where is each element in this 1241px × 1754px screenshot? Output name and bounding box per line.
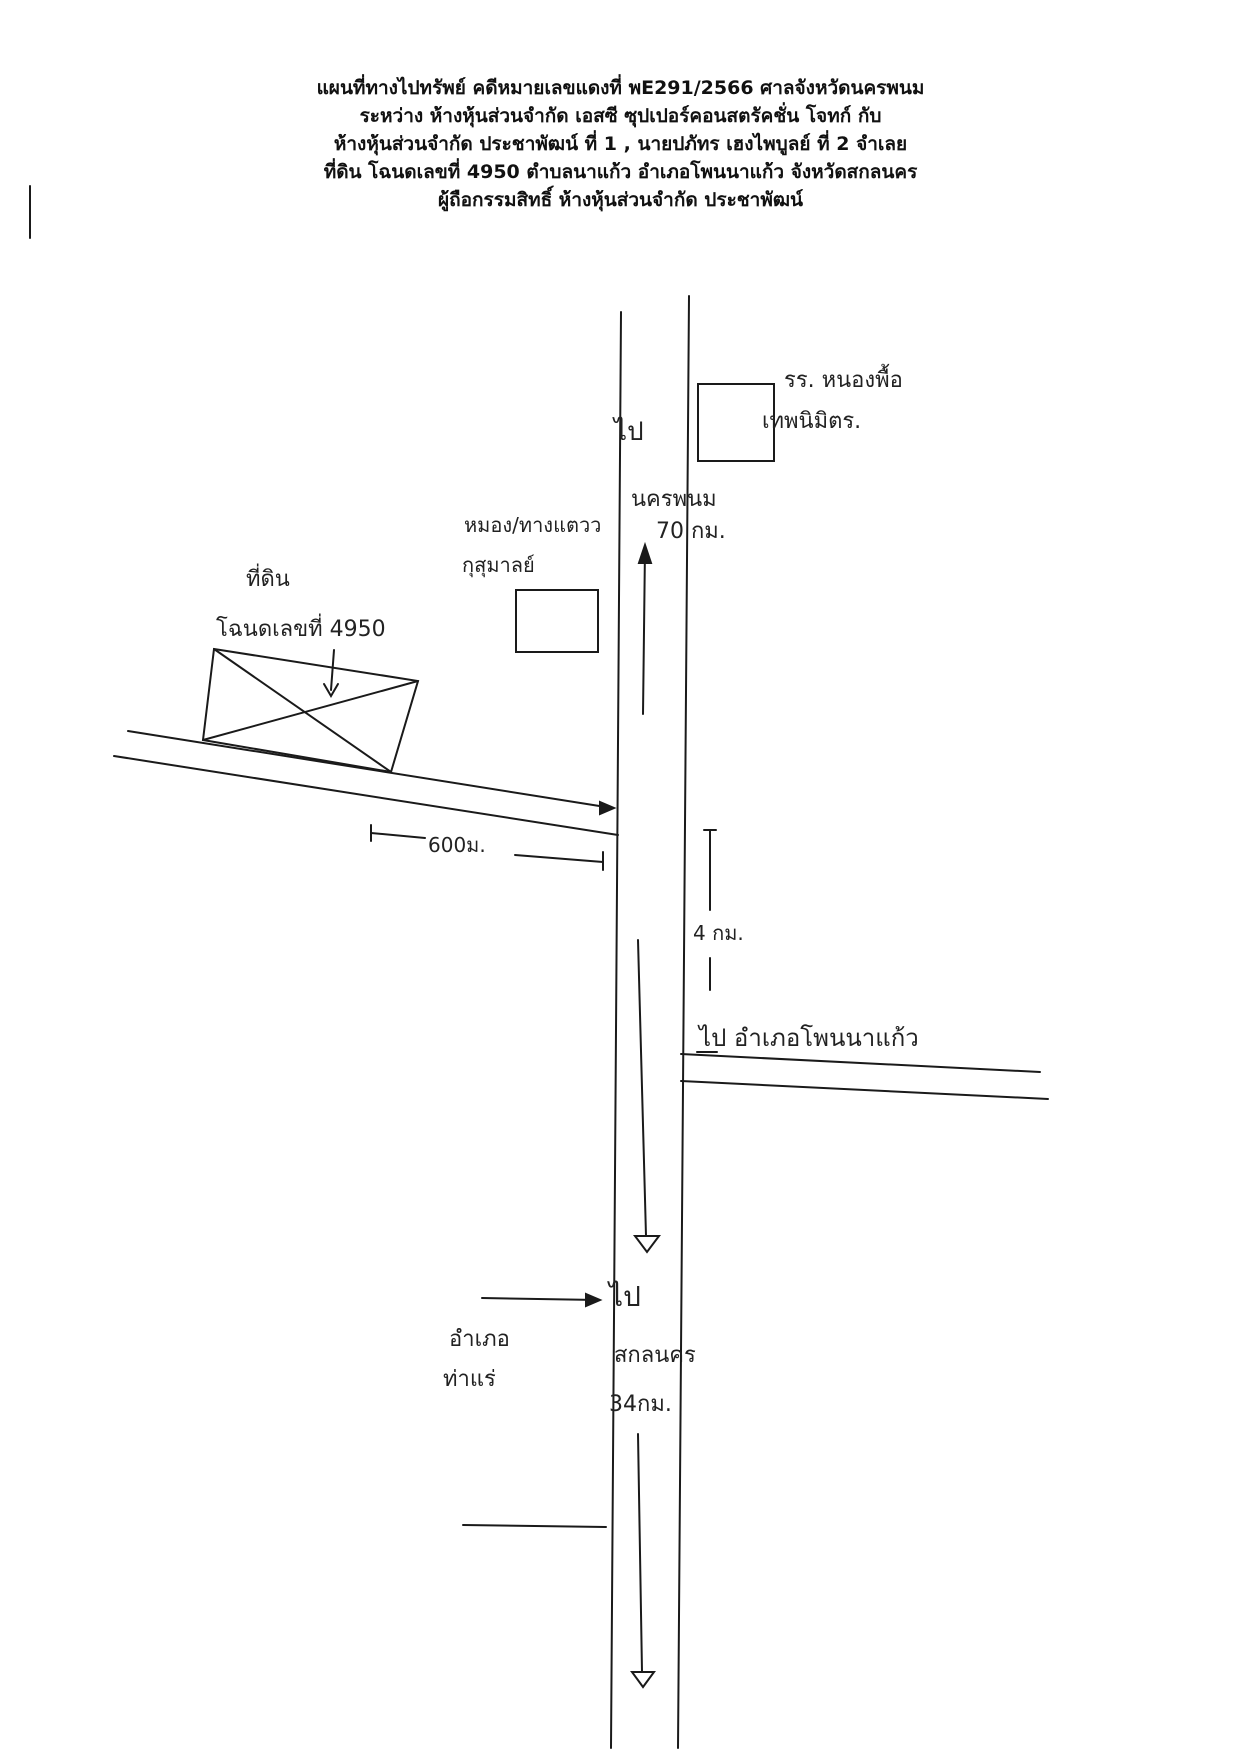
dim-600-line-right [514, 854, 604, 863]
south-arrowhead-lower-icon [630, 1671, 656, 1689]
junction-road-upper-edge [680, 1053, 1041, 1073]
parcel-label-line1: ที่ดิน [246, 563, 290, 592]
side-road-upper-edge [127, 730, 613, 809]
to-nakhon-phanom-distance: 70 กม. [656, 519, 726, 544]
header-line: ระหว่าง ห้างหุ้นส่วนจำกัด เอสซี ซุปเปอร์… [359, 105, 882, 127]
header-line: ผู้ถือกรรมสิทธิ์ ห้างหุ้นส่วนจำกัด ประชา… [437, 189, 804, 211]
parcel-label-line2: โฉนดเลขที่ 4950 [216, 613, 386, 642]
parcel-diagonal [202, 680, 419, 741]
north-arrow-line [642, 547, 646, 715]
header-line: ห้างหุ้นส่วนจำกัด ประชาพัฒน์ ที่ 1 , นาย… [333, 133, 908, 155]
to-sakon-nakhon-word: ไป [607, 1280, 641, 1313]
school-building [697, 383, 775, 462]
dim-600-label: 600ม. [428, 833, 486, 857]
school-label-line2: เทพนิมิตร. [762, 409, 861, 434]
tha-rae-arrowhead-icon [585, 1292, 603, 1308]
map-header-title: แผนที่ทางไปทรัพย์ คดีหมายเลขแดงที่ พE291… [0, 74, 1241, 214]
to-sakon-nakhon-distance: 34กม. [609, 1392, 672, 1417]
header-line: ที่ดิน โฉนดเลขที่ 4950 ตำบลนาแก้ว อำเภอโ… [323, 161, 918, 183]
south-arrow-line-lower [637, 1433, 643, 1673]
parcel-pointer [330, 649, 335, 691]
store-building [515, 589, 599, 653]
header-line: แผนที่ทางไปทรัพย์ คดีหมายเลขแดงที่ พE291… [316, 77, 925, 99]
dim-4km-label: 4 กม. [693, 921, 744, 945]
side-road-arrowhead-icon [599, 800, 617, 816]
tha-rae-label-line2: ท่าแร่ [443, 1367, 496, 1392]
junction-road-lower-edge [680, 1080, 1049, 1100]
tha-rae-road [481, 1297, 599, 1301]
tha-rae-label-line1: อำเภอ [449, 1327, 510, 1352]
south-arrow-line [637, 939, 647, 1237]
to-sakon-nakhon-city: สกลนคร [614, 1343, 696, 1368]
lower-side-road [462, 1524, 607, 1528]
school-label-line1: รร. หนองพื้อ [784, 364, 903, 393]
store-label-line1: หมอง/ทางแตวว [464, 513, 601, 537]
main-road-left-edge [610, 311, 622, 1749]
store-label-line2: กุสุมาลย์ [462, 553, 535, 578]
dim-600-line-left [370, 832, 426, 839]
parcel-diagonal [213, 648, 392, 773]
to-phon-na-kaeo-label: ไป อำเภอโพนนาแก้ว [697, 1024, 919, 1052]
to-nakhon-phanom-word: ไป [612, 416, 644, 447]
side-road-lower-edge [113, 755, 619, 836]
parcel-pointer-arrowhead-icon [323, 683, 339, 698]
north-arrowhead-icon [637, 541, 653, 564]
south-arrowhead-icon [633, 1235, 661, 1254]
main-road-right-edge [677, 295, 690, 1749]
to-nakhon-phanom-city: นครพนม [631, 487, 717, 512]
